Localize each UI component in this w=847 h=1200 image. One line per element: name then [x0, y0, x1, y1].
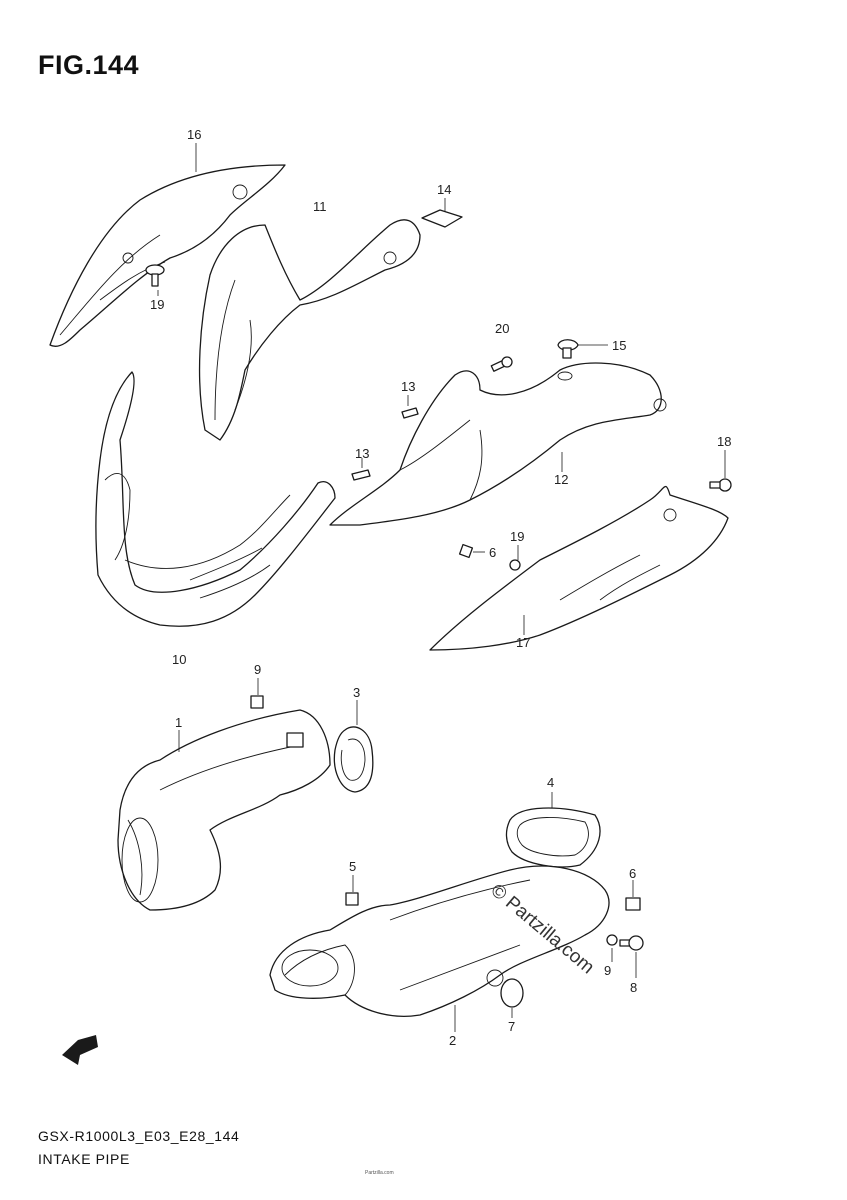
callout-16: 16	[187, 127, 201, 142]
callout-5: 5	[349, 859, 356, 874]
part-9-nut-upper	[250, 695, 264, 709]
callout-11: 11	[313, 199, 327, 214]
part-6-nut-lower	[625, 897, 641, 911]
callout-13: 13	[355, 446, 369, 461]
part-11-inner-panel	[198, 219, 421, 441]
callout-17: 17	[516, 635, 530, 650]
fine-print: Partzilla.com	[365, 1170, 394, 1176]
part-19-screw-upper	[145, 264, 165, 287]
part-19-screw-mid	[509, 559, 521, 571]
part-16-cowl	[49, 164, 286, 347]
part-9-washer-lower	[606, 934, 618, 946]
callout-6: 6	[489, 545, 496, 560]
part-13-pad-b	[351, 469, 371, 481]
part-3-gasket	[333, 726, 374, 793]
callout-20: 20	[495, 321, 509, 336]
part-6-nut-mid	[458, 543, 474, 559]
part-13-pad-a	[401, 407, 419, 419]
callout-7: 7	[508, 1019, 515, 1034]
part-10-lower-cowl	[95, 371, 336, 627]
callout-9: 9	[604, 963, 611, 978]
part-4-gasket	[505, 807, 601, 868]
part-5-nut	[345, 892, 359, 906]
callout-12: 12	[554, 472, 568, 487]
part-2-intake-pipe	[269, 865, 610, 1017]
figure-name: INTAKE PIPE	[38, 1151, 130, 1167]
callout-4: 4	[547, 775, 554, 790]
callout-19: 19	[150, 297, 164, 312]
part-7-grommet	[500, 978, 524, 1008]
callout-1: 1	[175, 715, 182, 730]
callout-labels: 16 11 14 19 20 15 13 13 12 18 6 19 17 10…	[150, 127, 731, 1048]
part-17-lower-panel	[429, 485, 729, 651]
leader-lines	[157, 143, 726, 1032]
callout-15: 15	[612, 338, 626, 353]
callout-13: 13	[401, 379, 415, 394]
part-18-bolt	[709, 478, 732, 492]
callout-14: 14	[437, 182, 451, 197]
part-15-clip	[557, 339, 579, 359]
callout-6: 6	[629, 866, 636, 881]
callout-18: 18	[717, 434, 731, 449]
part-1-intake-pipe	[117, 709, 331, 911]
part-14-pad	[421, 209, 463, 228]
part-12-side-panel	[329, 362, 667, 526]
callout-2: 2	[449, 1033, 456, 1048]
callout-3: 3	[353, 685, 360, 700]
callout-19: 19	[510, 529, 524, 544]
part-20-screw	[490, 356, 513, 372]
callout-9: 9	[254, 662, 261, 677]
part-8-bolt	[619, 935, 644, 951]
fwd-arrow-icon	[62, 1035, 98, 1065]
callout-8: 8	[630, 980, 637, 995]
figure-code: GSX-R1000L3_E03_E28_144	[38, 1128, 240, 1144]
figure-title: FIG.144	[38, 50, 140, 80]
callout-10: 10	[172, 652, 186, 667]
